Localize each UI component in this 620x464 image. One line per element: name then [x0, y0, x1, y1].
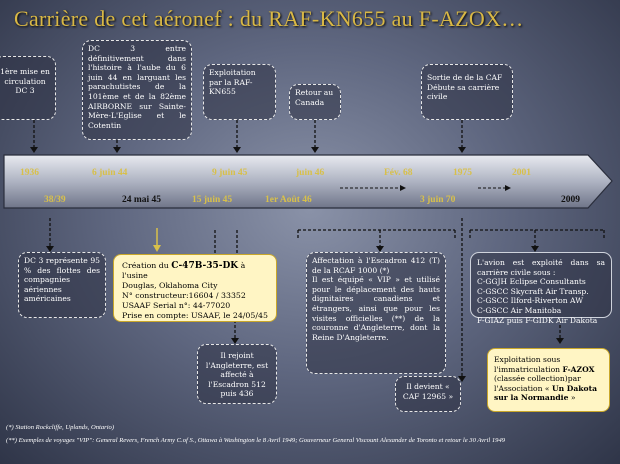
- box-rcaf: Affectation à l'Escadron 412 (T) de la R…: [306, 252, 446, 374]
- footnote-2: (**) Exemples de voyages "VIP": General …: [6, 437, 506, 444]
- creation-line-4: USAAF Serial n°: 44-77020: [122, 301, 231, 310]
- fazox-text-2: (classée collection)par l'Association «: [494, 374, 581, 393]
- timeline-label: 24 mai 45: [122, 195, 162, 205]
- fazox-quote-close: »: [568, 393, 576, 403]
- box-england: Il rejoint l'Angleterre, est affecté à l…: [197, 344, 277, 404]
- fazox-text: Exploitation sous l'immatriculation: [494, 355, 563, 374]
- footnote-1: (*) Station Rockcliffe, Uplands, Ontario…: [6, 424, 115, 431]
- box-dc3-share: DC 3 représente 95 % des flottes des com…: [18, 252, 106, 318]
- timeline-label: Fév. 68: [384, 168, 413, 178]
- box-civil: L'avion est exploité dans sa carrière ci…: [470, 252, 612, 325]
- timeline-label: 6 juin 44: [92, 168, 128, 178]
- box-first-service: 1ère mise en circulation DC 3: [0, 56, 56, 120]
- box-fazox: Exploitation sous l'immatriculation F-AZ…: [487, 348, 610, 412]
- fazox-registration: F-AZOX: [562, 364, 595, 374]
- timeline-label: 38/39: [44, 195, 66, 205]
- creation-line-3: N° constructeur:16604 / 33352: [122, 291, 246, 300]
- creation-line-5: Prise en compte: USAAF, le 24/05/45: [122, 311, 268, 320]
- civil-item: F-GIAZ puis F-GIDK Air Dakota: [477, 315, 598, 325]
- rcaf-text: Affectation à l'Escadron 412 (T) de la R…: [312, 256, 440, 275]
- box-caf-number: Il devient « CAF 12965 »: [395, 376, 461, 412]
- fazox-association: Un Dakota sur la Normandie: [494, 383, 598, 403]
- box-caf: Sortie de de la CAF Débute sa carrière c…: [421, 64, 513, 120]
- timeline-arrow: [3, 154, 613, 209]
- timeline-label: 1er Août 46: [265, 195, 312, 205]
- timeline-label: 9 juin 45: [212, 168, 248, 178]
- timeline-label: 3 juin 70: [420, 195, 456, 205]
- civil-item: C-GSCC Skycraft Air Transp.: [477, 286, 589, 296]
- timeline-label: 1936: [20, 168, 39, 178]
- timeline-label: 15 juin 45: [192, 195, 233, 205]
- vip-text: Il est équipé « VIP » et utilisé pour le…: [312, 275, 440, 342]
- timeline-label: 2009: [561, 195, 580, 205]
- box-raf: Exploitation par la RAF-KN655: [203, 64, 276, 120]
- box-creation: Création du C-47B-35-DK à l'usine Dougla…: [113, 254, 277, 322]
- timeline-label: 2001: [512, 168, 531, 178]
- civil-item: C-GGJH Eclipse Consultants: [477, 277, 586, 287]
- box-dday: DC 3 entre définitivement dans l'histoir…: [82, 40, 192, 140]
- timeline-label: 1975: [453, 168, 472, 178]
- page-title: Carrière de cet aéronef : du RAF-KN655 a…: [14, 6, 524, 31]
- creation-line-2: Douglas, Oklahoma City: [122, 281, 218, 290]
- timeline-label: juin 46: [296, 168, 325, 178]
- creation-line-1: Création du C-47B-35-DK à l'usine: [122, 261, 246, 280]
- civil-item: C-GSCC Ilford-Riverton AW: [477, 296, 584, 306]
- civil-item: C-GSCC Air Manitoba: [477, 305, 562, 315]
- civil-intro: L'avion est exploité dans sa carrière ci…: [477, 258, 605, 277]
- box-canada: Retour au Canada: [289, 84, 341, 120]
